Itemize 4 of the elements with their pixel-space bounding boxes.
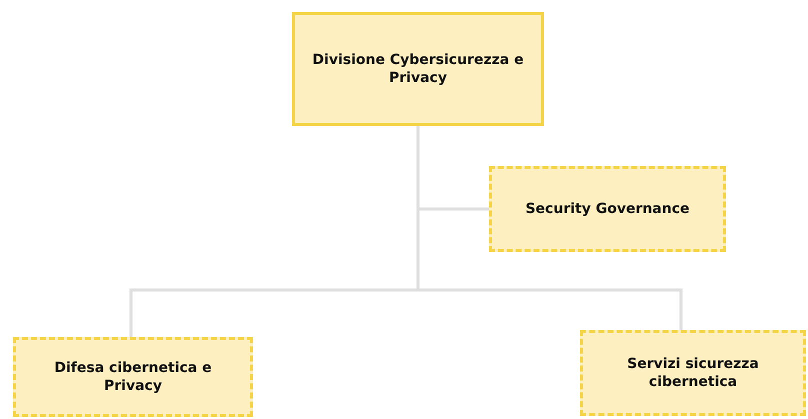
unit-box: Security Governance bbox=[489, 166, 726, 252]
division-box: Divisione Cybersicurezza e Privacy bbox=[292, 12, 544, 126]
unit-box: Difesa cibernetica e Privacy bbox=[13, 337, 253, 417]
unit-box: Servizi sicurezza cibernetica bbox=[580, 330, 806, 416]
